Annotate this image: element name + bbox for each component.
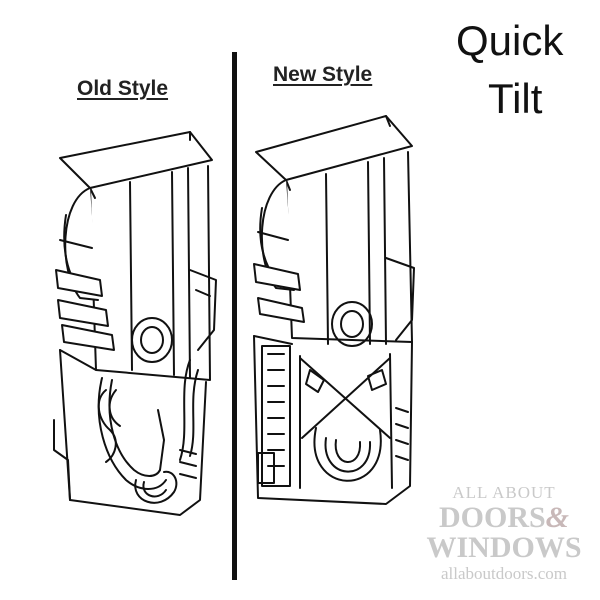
new-style-latch-drawing — [253, 115, 415, 505]
label-old-style: Old Style — [77, 77, 169, 100]
watermark-line-windows: WINDOWS — [426, 531, 582, 564]
watermark-ampersand: & — [545, 501, 570, 534]
brand-watermark: ALL ABOUT DOORS& WINDOWS allaboutdoors.c… — [418, 484, 590, 582]
label-new-style: New Style — [273, 63, 373, 86]
watermark-line-all-about: ALL ABOUT — [452, 483, 556, 502]
watermark-line-doors: DOORS& — [418, 503, 590, 533]
watermark-doors-text: DOORS — [438, 501, 546, 534]
title-quick: Quick — [456, 17, 564, 64]
watermark-url: allaboutdoors.com — [440, 564, 568, 583]
center-divider — [232, 52, 237, 580]
title-tilt: Tilt — [488, 75, 543, 122]
old-style-latch-drawing — [53, 131, 217, 516]
